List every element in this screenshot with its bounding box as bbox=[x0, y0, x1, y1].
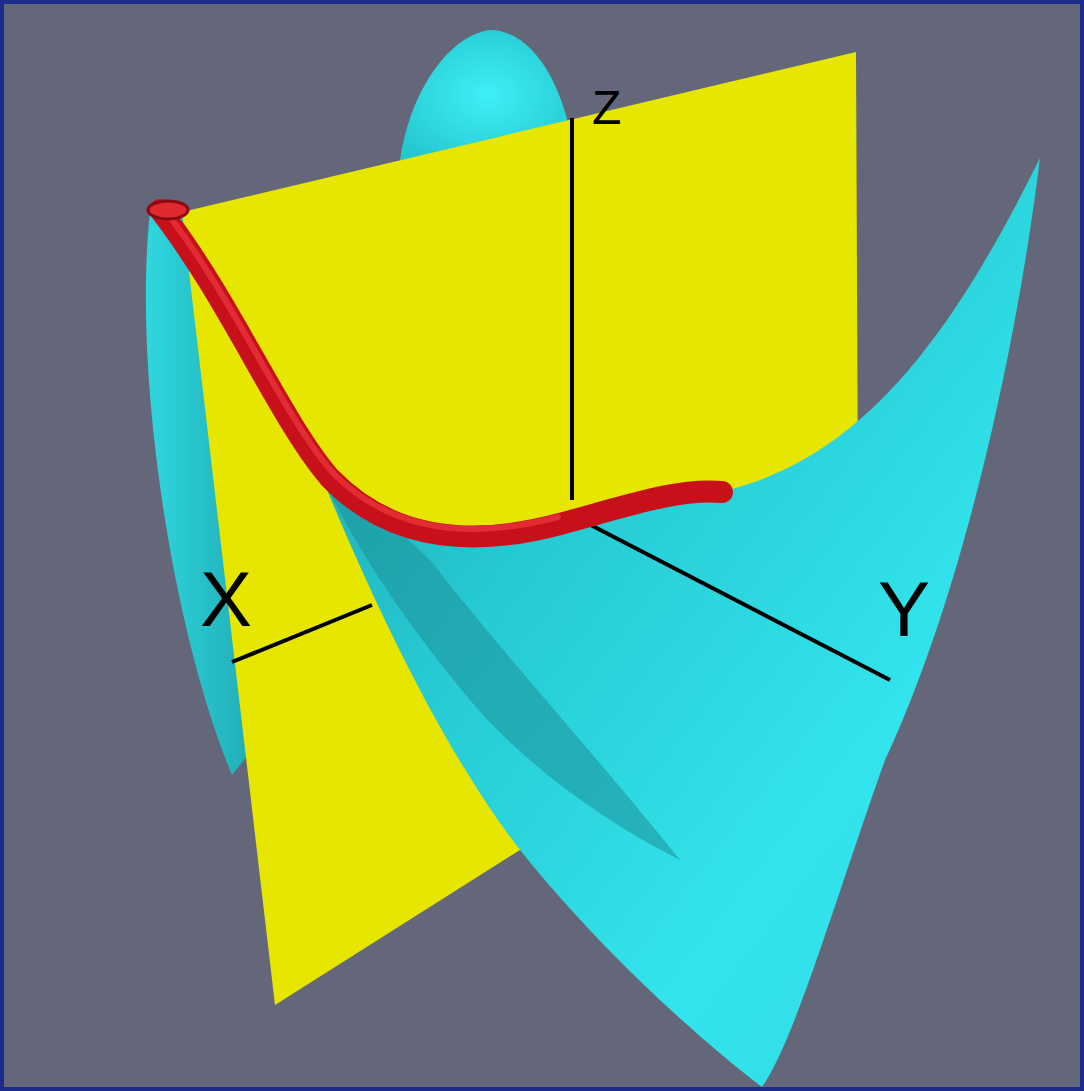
saddle-illustration bbox=[4, 4, 1080, 1087]
axis-label: X bbox=[200, 560, 252, 638]
axis-label: Y bbox=[878, 570, 930, 648]
axis-label: Z bbox=[592, 84, 621, 132]
canvas: X Y Z bbox=[4, 4, 1080, 1087]
